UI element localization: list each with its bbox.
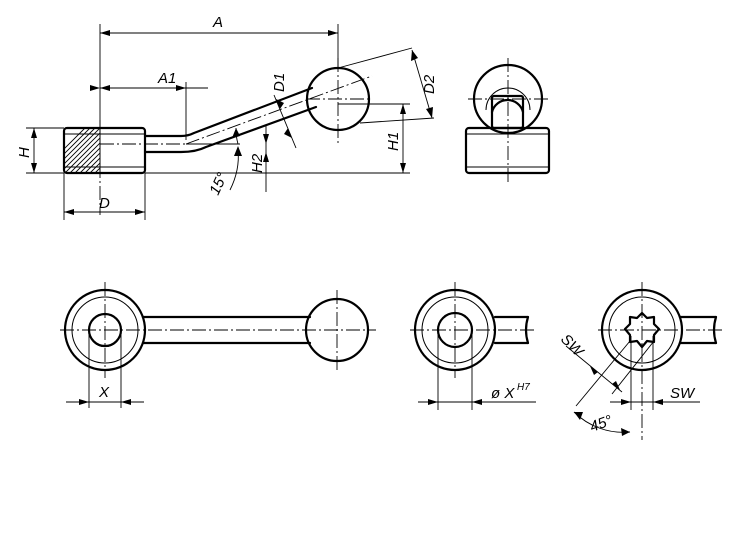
- handle-arm: [143, 86, 314, 138]
- dim-sw-horizontal-label: SW: [670, 385, 696, 402]
- dim-x-label: X: [98, 384, 110, 401]
- dim-h2-label: H2: [249, 153, 266, 173]
- bore-view: ø X H7: [410, 282, 536, 410]
- dim-d2-label: D2: [421, 74, 438, 94]
- star-socket: [623, 311, 661, 349]
- angle-45-label: 45°: [588, 412, 615, 436]
- dim-bore-tolerance: H7: [517, 382, 530, 393]
- dim-h1-label: H1: [385, 132, 402, 151]
- dim-a1-label: A1: [157, 70, 176, 87]
- dim-d1-line: [273, 94, 297, 149]
- dim-d-label: D: [99, 195, 110, 212]
- top-view: X: [60, 282, 376, 408]
- star-view: SW SW 45°: [557, 282, 724, 440]
- hub-body: [62, 126, 147, 175]
- dim-d2-line: [411, 49, 433, 119]
- dim-d1-label: D1: [271, 73, 288, 92]
- side-view: A A1 D1 D2 H1 H2: [16, 14, 438, 220]
- dim-a-label: A: [212, 14, 223, 31]
- dim-sw-diagonal-label: SW: [557, 331, 587, 361]
- end-view: [464, 58, 551, 182]
- end-view-hub: [464, 126, 551, 175]
- dim-bore-label: ø X: [491, 385, 515, 402]
- dim-h-label: H: [16, 147, 33, 158]
- angle-15-label: 15°: [206, 170, 231, 198]
- hub-knurl-hatch: [64, 128, 100, 173]
